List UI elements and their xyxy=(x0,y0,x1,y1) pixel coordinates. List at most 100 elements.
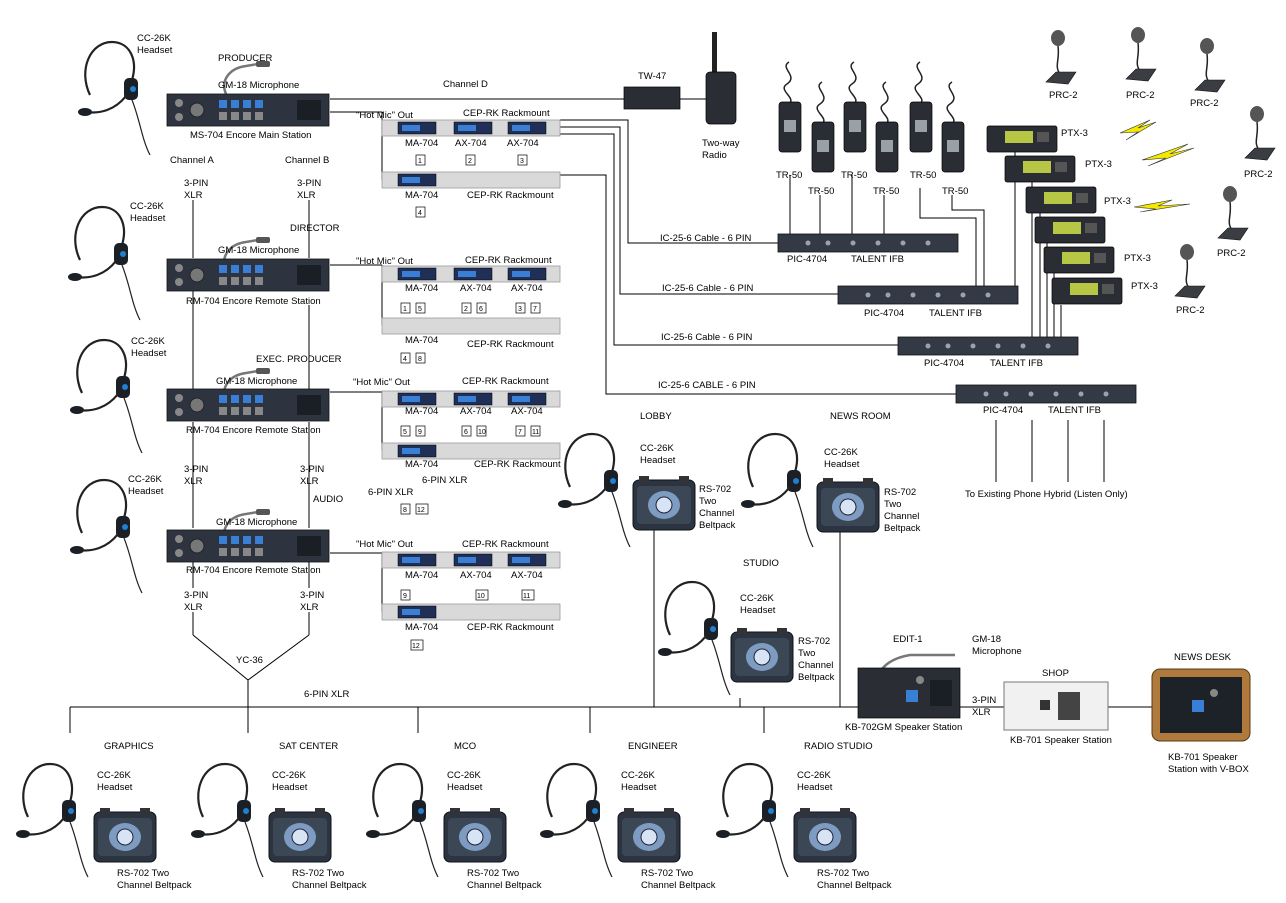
headset-icon xyxy=(76,40,152,157)
prc2-icon xyxy=(1244,105,1276,161)
location-title: RADIO STUDIO xyxy=(804,741,873,752)
unit-label: AX-704 xyxy=(511,570,543,581)
channel-number: 9 xyxy=(403,593,407,600)
tr50-icon xyxy=(811,81,835,173)
beltpack-icon xyxy=(730,627,794,683)
channel-number: 6 xyxy=(464,429,468,436)
mic-label: GM-18 Microphone xyxy=(216,517,297,528)
prc2-label: PRC-2 xyxy=(1217,248,1246,259)
ptx3-device xyxy=(1025,186,1097,214)
unit-label: MA-704 xyxy=(405,190,438,201)
tr50-label: TR-50 xyxy=(942,186,968,197)
headset-icon xyxy=(538,762,614,879)
shop-title: SHOP xyxy=(1042,668,1069,679)
unit-label: AX-704 xyxy=(460,283,492,294)
director-title: DIRECTOR xyxy=(290,223,340,234)
rack-label: CEP-RK Rackmount xyxy=(465,255,552,266)
tr50-icon xyxy=(843,61,867,153)
ptx3-device xyxy=(986,125,1058,153)
station-label: KB-701 Speaker Station xyxy=(1010,735,1112,746)
ptx3-device xyxy=(1051,277,1123,305)
channel-number: 6 xyxy=(479,306,483,313)
beltpack-icon xyxy=(93,807,157,863)
headset-icon xyxy=(714,762,790,879)
newsdesk-title: NEWS DESK xyxy=(1174,652,1232,663)
edit1-title: EDIT-1 xyxy=(893,634,923,645)
rackmount-device xyxy=(381,390,561,408)
unit-label: MA-704 xyxy=(405,459,438,470)
main-station-device xyxy=(166,93,330,127)
channel-number: 9 xyxy=(418,429,422,436)
ptx3-group: PTX-3 PTX-3 PTX-3 PTX-3 PTX-3 xyxy=(986,119,1195,305)
cable-label: IC-25-6 Cable - 6 PIN xyxy=(661,332,752,343)
headset-icon xyxy=(556,432,632,549)
prc2-icon xyxy=(1045,29,1077,85)
rackmount-device xyxy=(381,442,561,460)
ifb-label: TALENT IFB xyxy=(929,308,982,319)
headset-icon xyxy=(189,762,265,879)
pic4704-device xyxy=(777,233,959,253)
location-title: GRAPHICS xyxy=(104,741,154,752)
beltpack-icon xyxy=(443,807,507,863)
prc2-icon xyxy=(1217,185,1249,241)
hot-mic-label: "Hot Mic" Out xyxy=(356,256,413,267)
rackmount-device xyxy=(381,171,561,189)
channel-number: 1 xyxy=(418,158,422,165)
tr50-label: TR-50 xyxy=(841,170,867,181)
channel-number: 4 xyxy=(418,210,422,217)
hybrid-label: To Existing Phone Hybrid (Listen Only) xyxy=(965,489,1128,500)
ptx3-label: PTX-3 xyxy=(1131,281,1158,292)
lobby-title: LOBBY xyxy=(640,411,672,422)
rack-label: CEP-RK Rackmount xyxy=(462,376,549,387)
hot-mic-label: "Hot Mic" Out xyxy=(353,377,410,388)
remote-station-device xyxy=(166,388,330,422)
rackmount-device xyxy=(381,551,561,569)
cable-label: IC-25-6 CABLE - 6 PIN xyxy=(658,380,756,391)
wiring xyxy=(69,98,1152,733)
mic-label: GM-18 Microphone xyxy=(216,376,297,387)
shop-group: SHOP KB-701 Speaker Station xyxy=(1003,668,1112,746)
tr50-icon xyxy=(909,61,933,153)
ptx3-device xyxy=(1034,216,1106,244)
channel-number: 11 xyxy=(523,593,530,600)
channel-number: 5 xyxy=(403,429,407,436)
headset-icon xyxy=(14,762,90,879)
headset-icon xyxy=(739,432,815,549)
unit-label: MA-704 xyxy=(405,406,438,417)
tr50-label: TR-50 xyxy=(776,170,802,181)
rack-label: CEP-RK Rackmount xyxy=(467,622,554,633)
audio-title: AUDIO xyxy=(313,494,343,505)
channel-a-label: Channel A xyxy=(170,155,215,166)
rack-label: CEP-RK Rackmount xyxy=(462,539,549,550)
rack-label: CEP-RK Rackmount xyxy=(474,459,561,470)
prc2-group: PRC-2 PRC-2 PRC-2 PRC-2 PRC-2 PRC-2 xyxy=(1045,26,1276,316)
channel-b-label: Channel B xyxy=(285,155,329,166)
